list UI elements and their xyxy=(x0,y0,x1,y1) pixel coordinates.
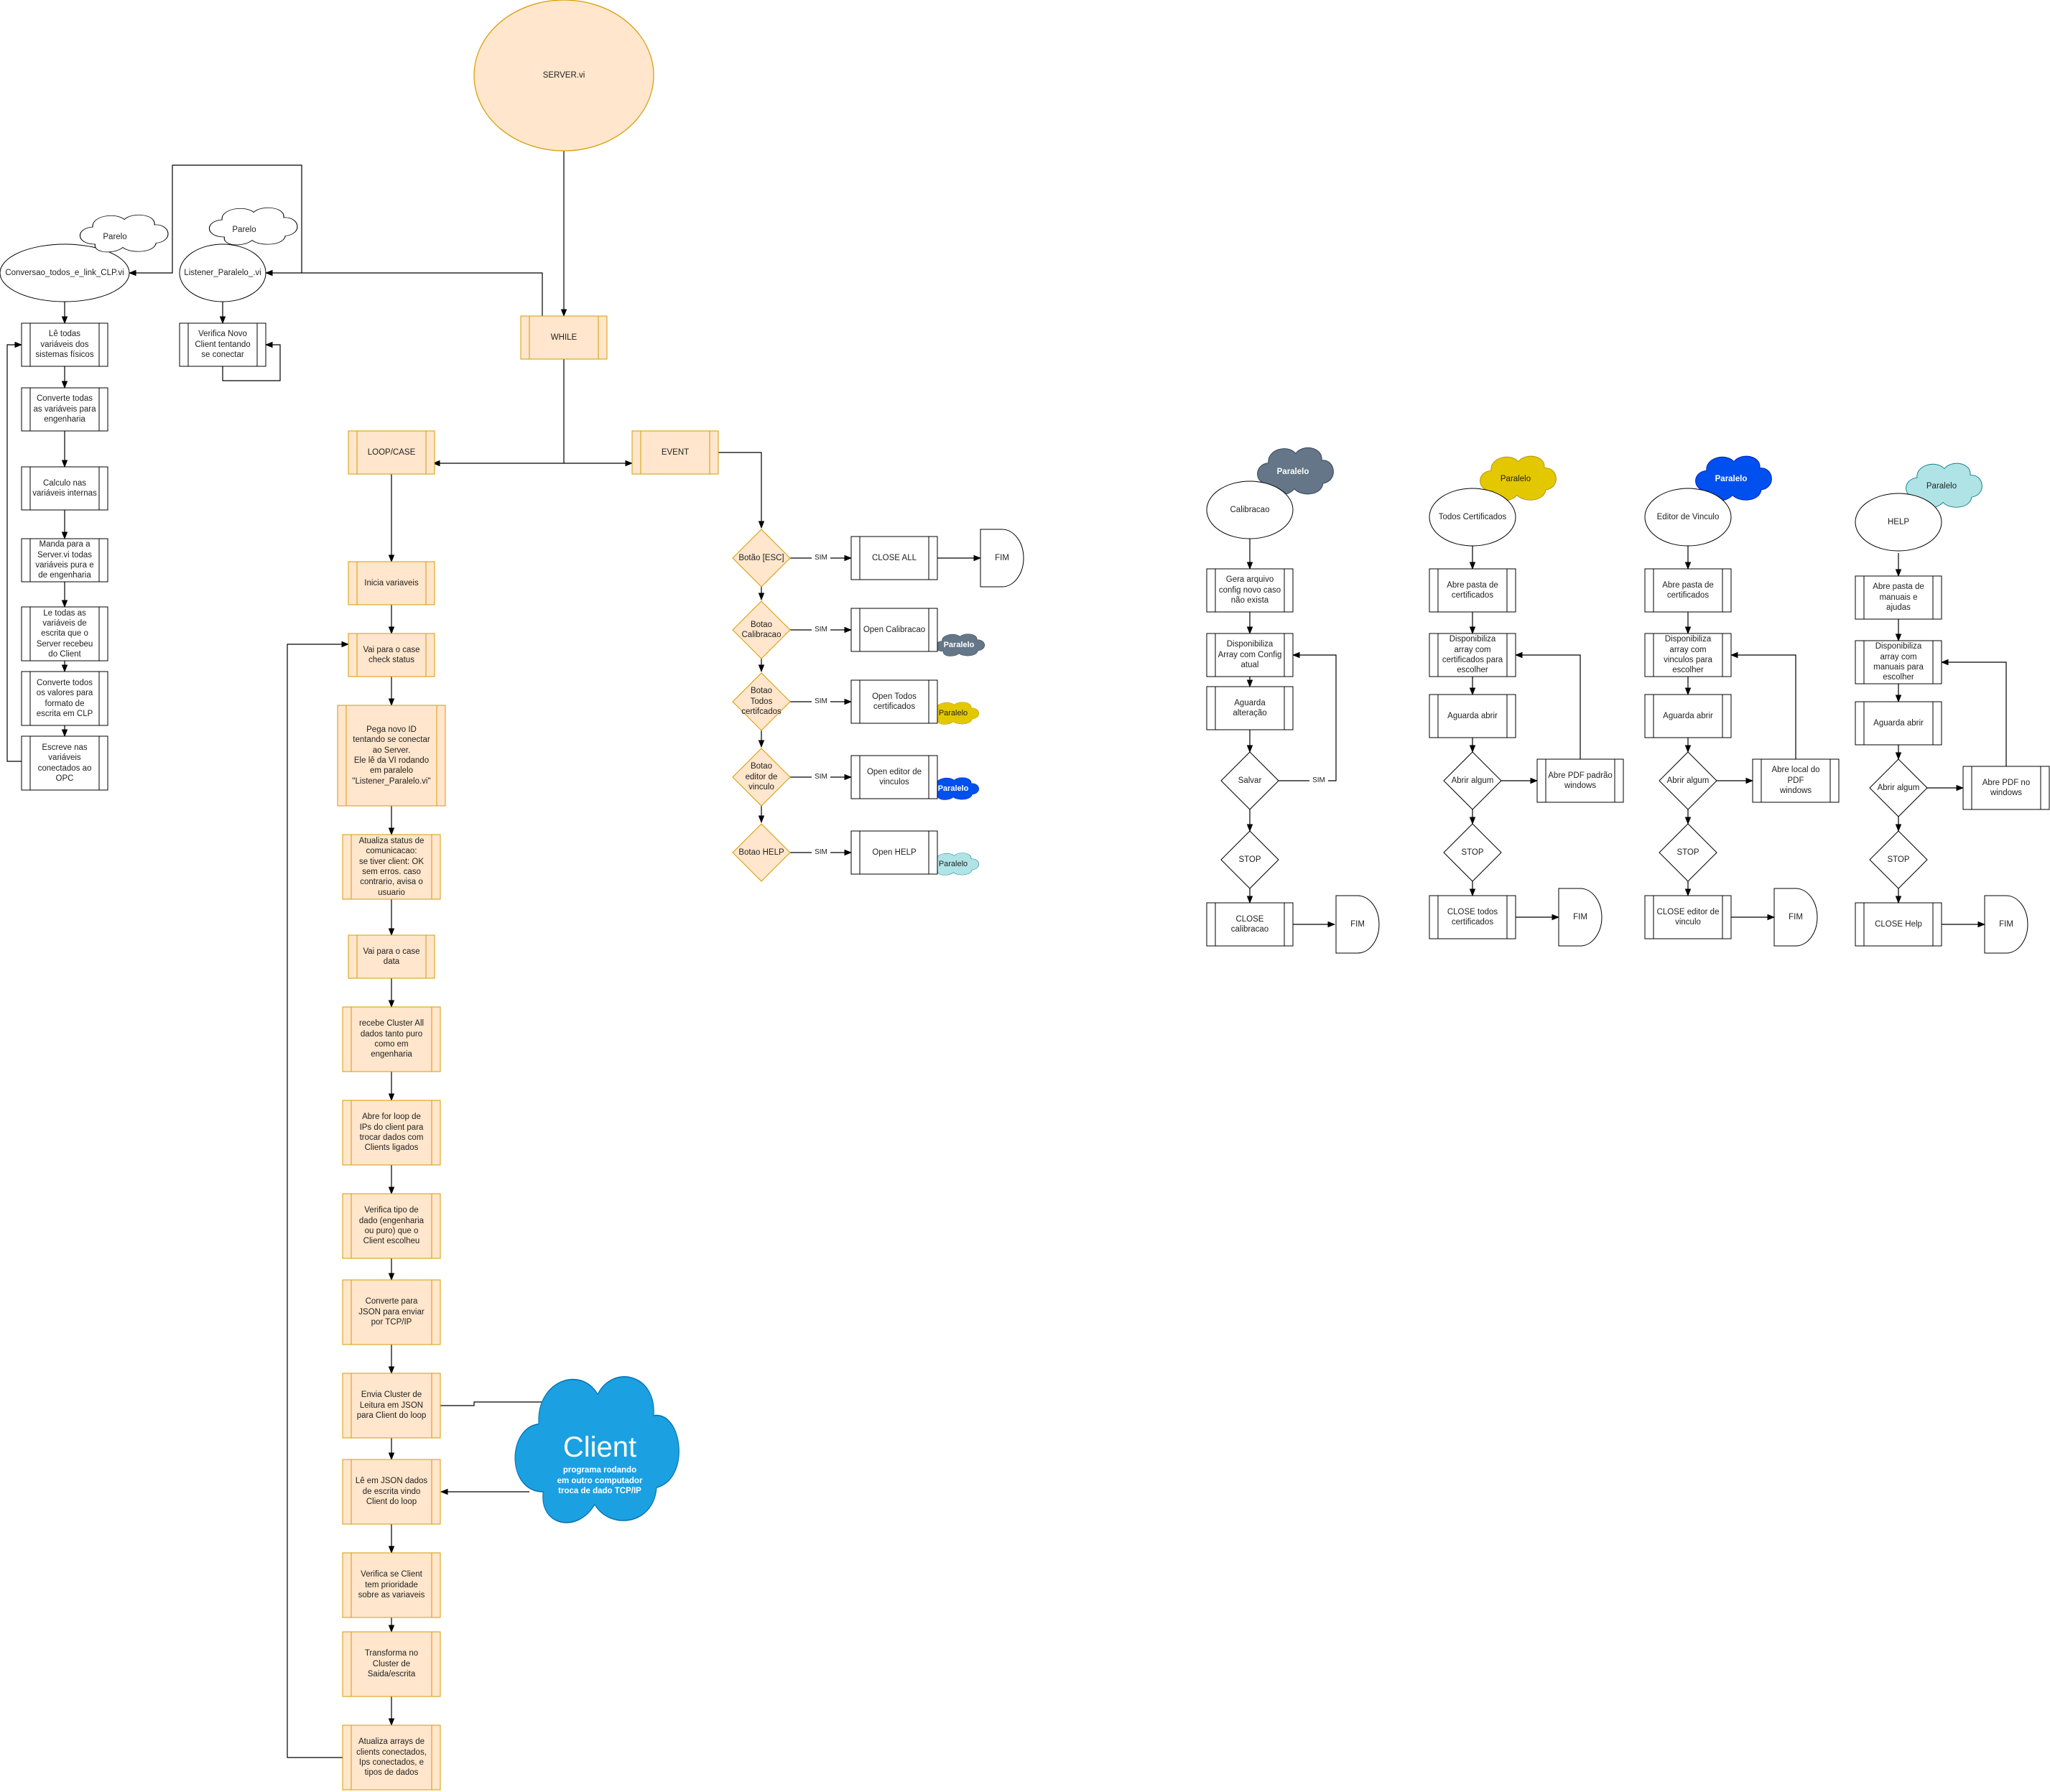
paralelo-cloud-calibracao xyxy=(1257,447,1334,496)
clouds xyxy=(80,207,1982,1523)
paralelo-cloud-todos xyxy=(1480,455,1557,501)
server-node xyxy=(473,0,654,152)
event-decisions xyxy=(732,529,791,882)
loop-case-node xyxy=(348,430,435,475)
listener-node xyxy=(179,243,266,302)
while-node xyxy=(520,315,608,360)
loop-process-boxes xyxy=(337,561,446,1791)
paralelo-cloud-editor xyxy=(1695,455,1772,501)
event-actions xyxy=(850,529,1024,875)
left-process-boxes xyxy=(21,322,266,791)
client-cloud xyxy=(514,1376,680,1523)
main-shapes xyxy=(0,0,719,475)
parelo-cloud-1 xyxy=(80,214,169,253)
conversao-node xyxy=(0,243,130,302)
paralelo-cloud-event-1 xyxy=(934,633,985,656)
paralelo-cloud-help xyxy=(1906,463,1982,509)
right-flows xyxy=(1206,481,2050,954)
event-node xyxy=(631,430,719,475)
parelo-cloud-2 xyxy=(209,207,298,246)
connector-lines xyxy=(6,151,2007,1758)
